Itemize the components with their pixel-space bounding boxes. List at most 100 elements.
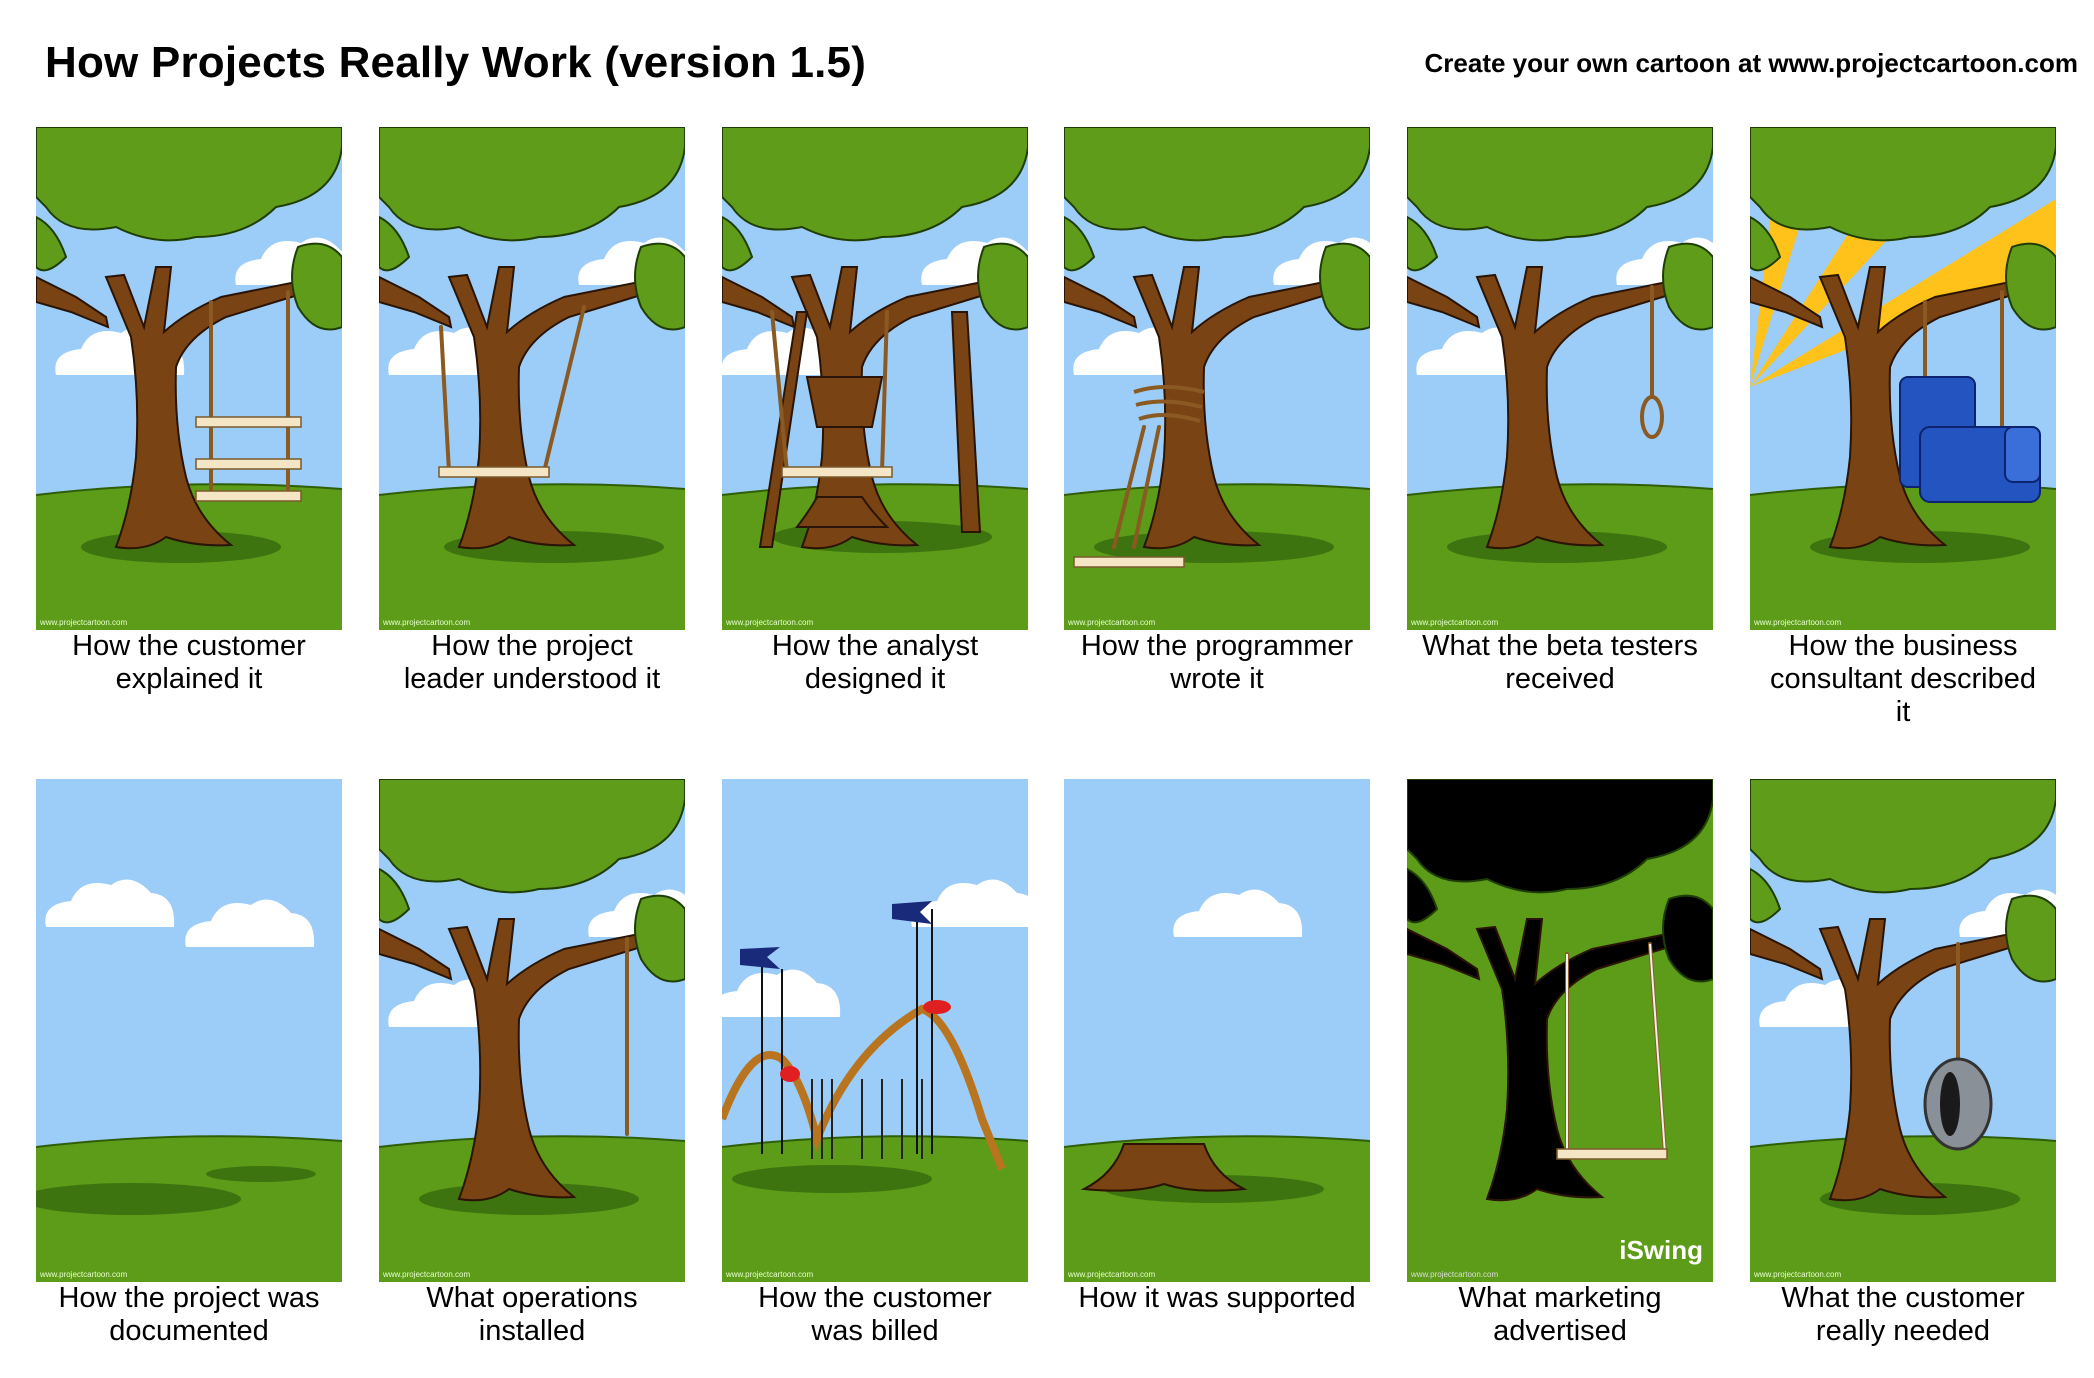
panel-illustration: www.projectcartoon.com: [36, 779, 342, 1282]
tire-hole: [1940, 1072, 1960, 1136]
panel-caption: What the beta testers received: [1422, 630, 1698, 695]
left-leaf-cluster: [1064, 215, 1096, 272]
tree-trunk: [1475, 266, 1671, 550]
shadow: [36, 1183, 241, 1215]
armchair-arm: [2004, 426, 2041, 483]
watermark: www.projectcartoon.com: [1410, 618, 1498, 627]
grass: [722, 484, 1028, 630]
panel-illustration: www.projectcartoon.com: [722, 779, 1028, 1282]
watermark: www.projectcartoon.com: [1067, 618, 1155, 627]
left-branch: [1407, 275, 1481, 329]
cloud: [185, 899, 315, 947]
panel-caption: How the business consultant described it: [1770, 630, 2036, 728]
right-leaf-cluster: [1319, 242, 1370, 331]
panel-illustration: www.projectcartoon.com: [1750, 779, 2056, 1282]
panel-illustration: www.projectcartoon.com: [1064, 127, 1370, 630]
panel-caption: How the analyst designed it: [771, 630, 979, 695]
rope: [439, 325, 451, 474]
left-leaf-cluster: [379, 215, 411, 272]
watermark: www.projectcartoon.com: [725, 618, 813, 627]
left-leaf-cluster: [722, 215, 754, 272]
watermark: www.projectcartoon.com: [382, 618, 470, 627]
panel-customer-billed: www.projectcartoon.com How the customer …: [722, 779, 1028, 1348]
right-leaf-cluster: [2005, 242, 2056, 331]
left-leaf-cluster: [36, 215, 68, 272]
swing-seat: [1556, 1148, 1668, 1160]
watermark: www.projectcartoon.com: [382, 1270, 470, 1279]
rope: [1132, 425, 1161, 549]
tree-canopy: [1750, 779, 2056, 894]
panel-customer-needed: www.projectcartoon.com What the customer…: [1750, 779, 2056, 1348]
brand-logo: iSwing: [1619, 1235, 1703, 1265]
swing-seat: [195, 416, 302, 428]
left-leaf-cluster: [379, 867, 411, 924]
tree-trunk: [447, 918, 643, 1202]
cloud: [45, 879, 175, 927]
panel-caption: What marketing advertised: [1458, 1282, 1662, 1347]
tree-canopy: [1407, 127, 1713, 242]
horizon-line: [1064, 1135, 1370, 1148]
panel-leader-understood: www.projectcartoon.com How the project l…: [379, 127, 685, 696]
tree-canopy: [379, 779, 685, 894]
tree-trunk: [104, 266, 300, 550]
panel-illustration: www.projectcartoon.com: [379, 779, 685, 1282]
swing-seat: [195, 458, 302, 470]
tree-canopy: [1750, 127, 2056, 242]
panel-caption: How the programmer wrote it: [1080, 630, 1354, 695]
tree-stump: [795, 496, 890, 528]
swing-seat: [1073, 556, 1185, 568]
tree-canopy: [1407, 779, 1713, 894]
panel-illustration: www.projectcartoon.com: [1750, 127, 2056, 630]
swing-seat: [438, 466, 550, 478]
watermark: www.projectcartoon.com: [1753, 1270, 1841, 1279]
coaster-car: [923, 1000, 951, 1014]
panel-illustration: www.projectcartoon.com: [1407, 127, 1713, 630]
panel-caption: How the customer was billed: [758, 1282, 992, 1347]
right-leaf-cluster: [634, 894, 685, 983]
credit-text: Create your own cartoon at www.projectca…: [1424, 48, 2078, 78]
cloud: [1173, 889, 1303, 937]
panel-caption: What the customer really needed: [1781, 1282, 2025, 1347]
panel-programmer-wrote: www.projectcartoon.com How the programme…: [1064, 127, 1370, 696]
coaster-track: [722, 1004, 1006, 1171]
watermark: www.projectcartoon.com: [39, 618, 127, 627]
tree-canopy: [722, 127, 1028, 242]
panel-caption: What operations installed: [426, 1282, 638, 1347]
panel-customer-explained: www.projectcartoon.com How the customer …: [36, 127, 342, 696]
panel-analyst-designed: www.projectcartoon.com How the analyst d…: [722, 127, 1028, 696]
left-branch: [36, 275, 110, 329]
grass: [1064, 1136, 1370, 1282]
panel-illustration: www.projectcartoon.com: [379, 127, 685, 630]
tree-trunk: [1818, 918, 2014, 1202]
left-branch: [1750, 927, 1824, 981]
rope-coil: [1133, 385, 1205, 423]
left-leaf-cluster: [1750, 215, 1782, 272]
support-post: [950, 311, 982, 533]
right-leaf-cluster: [1662, 242, 1713, 331]
panel-illustration: www.projectcartoon.com: [722, 127, 1028, 630]
right-leaf-cluster: [291, 242, 342, 331]
right-leaf-cluster: [977, 242, 1028, 331]
panel-project-documented: www.projectcartoon.com How the project w…: [36, 779, 342, 1348]
cut-trunk-piece: [805, 376, 884, 428]
left-branch: [1407, 927, 1481, 981]
flag: [892, 901, 932, 924]
rope: [542, 305, 586, 474]
panel-supported: www.projectcartoon.com How it was suppor…: [1064, 779, 1370, 1315]
watermark: www.projectcartoon.com: [39, 1270, 127, 1279]
coaster-car: [780, 1066, 800, 1082]
tree-trunk: [1475, 918, 1671, 1202]
panel-beta-testers: www.projectcartoon.com What the beta tes…: [1407, 127, 1713, 696]
right-leaf-cluster: [1662, 894, 1713, 983]
rope: [880, 310, 889, 474]
left-leaf-cluster: [1407, 867, 1439, 924]
right-leaf-cluster: [2005, 894, 2056, 983]
tree-canopy: [36, 127, 342, 242]
watermark: www.projectcartoon.com: [1067, 1270, 1155, 1279]
tree-trunk: [1818, 266, 2014, 550]
panel-operations-installed: www.projectcartoon.com What operations i…: [379, 779, 685, 1348]
grass: [722, 1136, 1028, 1282]
